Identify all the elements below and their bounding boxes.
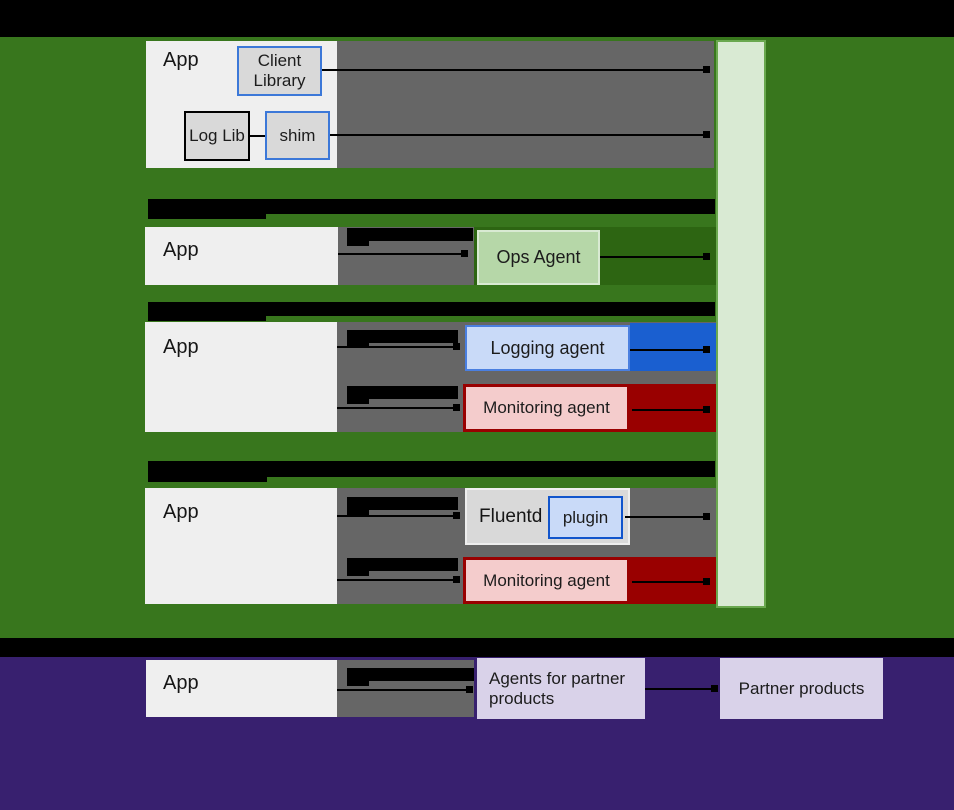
connector-label-redacted bbox=[347, 681, 369, 686]
app-box bbox=[145, 227, 338, 285]
arrow-shim-to-sidebar bbox=[330, 134, 706, 136]
monitoring-destination-sidebar bbox=[716, 40, 766, 608]
app-box bbox=[145, 488, 337, 604]
monitoring-agent-node: Monitoring agent bbox=[463, 384, 630, 432]
connector-label-redacted bbox=[347, 510, 369, 515]
arrowhead bbox=[703, 578, 710, 585]
logging-pipe bbox=[630, 323, 716, 371]
app-label: App bbox=[163, 239, 199, 261]
arrow-loggingagent-to-sidebar bbox=[630, 349, 706, 351]
arrowhead bbox=[703, 253, 710, 260]
arrow-app-to-opsagent bbox=[338, 253, 466, 255]
arrow-plugin-to-sidebar bbox=[625, 516, 706, 518]
fluentd-label: Fluentd bbox=[479, 506, 543, 527]
arrowhead bbox=[703, 513, 710, 520]
connector-label-redacted bbox=[347, 241, 369, 246]
host-box bbox=[337, 41, 714, 168]
connector-label-redacted bbox=[347, 558, 458, 571]
arrow-app-to-monitoringagent bbox=[337, 579, 458, 581]
section2-title-redacted bbox=[148, 214, 266, 219]
shim-node: shim bbox=[265, 111, 330, 160]
fluentd-node: Fluentd plugin bbox=[465, 488, 630, 545]
logging-agent-node: Logging agent bbox=[465, 325, 630, 371]
arrowhead bbox=[461, 250, 468, 257]
arrow-clientlibrary-to-sidebar bbox=[322, 69, 706, 71]
connector-label-redacted bbox=[347, 386, 458, 399]
app-box bbox=[146, 660, 337, 717]
connector-label-redacted bbox=[347, 668, 474, 681]
monitoring-agent-label: Monitoring agent bbox=[483, 570, 610, 590]
shim-label: shim bbox=[279, 125, 316, 145]
arrowhead bbox=[466, 686, 473, 693]
log-lib-node: Log Lib bbox=[184, 111, 250, 161]
ops-agent-node: Ops Agent bbox=[477, 230, 600, 285]
connector-label-redacted bbox=[347, 497, 458, 510]
app-label: App bbox=[163, 672, 199, 694]
arrowhead bbox=[703, 346, 710, 353]
log-lib-label: Log Lib bbox=[189, 126, 245, 146]
monitoring-pipe bbox=[630, 384, 716, 432]
connector-label-redacted bbox=[347, 228, 473, 241]
arrow-monitoringagent-to-sidebar bbox=[632, 409, 706, 411]
arrowhead bbox=[453, 343, 460, 350]
divider-title-redacted-bar bbox=[0, 638, 954, 657]
app-label: App bbox=[163, 501, 199, 523]
arrow-app-to-monitoringagent bbox=[337, 407, 458, 409]
client-library-node: Client Library bbox=[237, 46, 322, 96]
arrow-app-to-partneragents bbox=[337, 689, 471, 691]
loglib-shim-connector bbox=[250, 135, 265, 137]
section3-title-redacted bbox=[148, 316, 266, 321]
arrowhead bbox=[703, 66, 710, 73]
monitoring-pipe bbox=[630, 557, 716, 604]
partner-agents-label: Agents for partner products bbox=[489, 668, 626, 708]
arrowhead bbox=[711, 685, 718, 692]
section4-title-redacted bbox=[148, 477, 267, 482]
app-label: App bbox=[163, 49, 199, 71]
monitoring-agent-label: Monitoring agent bbox=[483, 398, 610, 418]
section2-title-redacted bbox=[148, 199, 715, 214]
arrow-opsagent-to-sidebar bbox=[600, 256, 706, 258]
arrow-monitoringagent-to-sidebar bbox=[632, 581, 706, 583]
arrowhead bbox=[453, 512, 460, 519]
plugin-node: plugin bbox=[548, 496, 623, 539]
arrowhead bbox=[453, 576, 460, 583]
arrowhead bbox=[703, 131, 710, 138]
arrowhead bbox=[703, 406, 710, 413]
partner-products-node: Partner products bbox=[720, 658, 883, 719]
partner-agents-node: Agents for partner products bbox=[477, 658, 645, 719]
client-library-label: Client Library bbox=[253, 51, 306, 90]
logging-agent-label: Logging agent bbox=[490, 337, 605, 358]
arrow-app-to-loggingagent bbox=[337, 346, 458, 348]
partner-products-label: Partner products bbox=[738, 678, 865, 698]
app-box bbox=[145, 322, 337, 432]
connector-label-redacted bbox=[347, 343, 369, 348]
plugin-label: plugin bbox=[562, 507, 609, 527]
connector-label-redacted bbox=[347, 399, 369, 404]
monitoring-agent-node: Monitoring agent bbox=[463, 557, 630, 604]
ops-agent-label: Ops Agent bbox=[496, 247, 581, 268]
arrowhead bbox=[453, 404, 460, 411]
app-label: App bbox=[163, 336, 199, 358]
arrow-agents-to-partnerproducts bbox=[645, 688, 718, 690]
connector-label-redacted bbox=[347, 330, 458, 343]
section4-title-redacted bbox=[148, 461, 715, 477]
connector-label-redacted bbox=[347, 571, 369, 576]
section3-title-redacted bbox=[148, 302, 715, 316]
arrow-app-to-fluentd bbox=[337, 515, 458, 517]
top-title-redacted-bar bbox=[0, 0, 954, 37]
